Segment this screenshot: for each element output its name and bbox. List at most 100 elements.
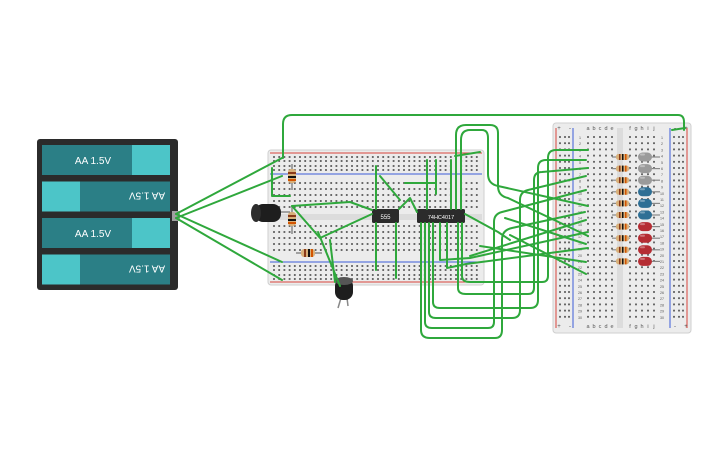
breadboard-hole[interactable] (319, 231, 322, 233)
breadboard-hole[interactable] (351, 156, 353, 158)
breadboard-hole[interactable] (587, 222, 589, 225)
breadboard-hole[interactable] (653, 229, 655, 231)
breadboard-hole[interactable] (413, 165, 416, 167)
breadboard-hole[interactable] (470, 200, 473, 202)
breadboard-hole[interactable] (273, 200, 275, 202)
breadboard-hole[interactable] (283, 274, 286, 276)
breadboard-hole[interactable] (377, 274, 379, 276)
breadboard-hole[interactable] (319, 225, 322, 227)
breadboard-hole[interactable] (599, 278, 601, 281)
breadboard-hole[interactable] (293, 194, 296, 196)
breadboard-hole[interactable] (392, 194, 395, 196)
breadboard-hole[interactable] (413, 156, 416, 158)
breadboard-hole[interactable] (371, 194, 374, 196)
breadboard-hole[interactable] (599, 167, 601, 169)
breadboard-hole[interactable] (361, 243, 364, 245)
breadboard-hole[interactable] (465, 160, 468, 162)
breadboard-hole[interactable] (587, 260, 589, 262)
breadboard-hole[interactable] (559, 303, 561, 306)
breadboard-hole[interactable] (635, 160, 637, 163)
breadboard-hole[interactable] (635, 241, 637, 244)
breadboard-hole[interactable] (444, 188, 447, 190)
breadboard-hole[interactable] (325, 182, 327, 184)
breadboard-hole[interactable] (641, 278, 643, 281)
breadboard-hole[interactable] (629, 235, 631, 238)
breadboard-hole[interactable] (371, 278, 374, 280)
breadboard-hole[interactable] (377, 165, 379, 167)
breadboard-hole[interactable] (314, 225, 317, 227)
breadboard-hole[interactable] (611, 253, 613, 256)
breadboard-hole[interactable] (418, 231, 421, 233)
breadboard-hole[interactable] (325, 156, 327, 158)
breadboard-hole[interactable] (465, 231, 468, 233)
breadboard-hole[interactable] (599, 204, 601, 207)
breadboard-hole[interactable] (299, 169, 301, 171)
breadboard-hole[interactable] (397, 200, 400, 202)
breadboard-hole[interactable] (568, 278, 570, 281)
breadboard-hole[interactable] (611, 309, 613, 312)
breadboard-hole[interactable] (340, 200, 343, 202)
breadboard-hole[interactable] (641, 160, 643, 163)
breadboard-hole[interactable] (629, 229, 631, 231)
breadboard-hole[interactable] (647, 160, 649, 163)
breadboard-hole[interactable] (314, 206, 317, 208)
breadboard-hole[interactable] (413, 231, 416, 233)
breadboard-hole[interactable] (304, 169, 307, 171)
breadboard-hole[interactable] (413, 278, 416, 280)
breadboard-hole[interactable] (629, 216, 631, 219)
led-body[interactable] (638, 245, 652, 255)
wire-4017-led-diag-3[interactable] (504, 217, 587, 245)
breadboard-hole[interactable] (629, 154, 631, 157)
breadboard-hole[interactable] (434, 274, 437, 276)
breadboard-hole[interactable] (314, 156, 317, 158)
breadboard-hole[interactable] (559, 229, 561, 231)
breadboard-hole[interactable] (470, 231, 473, 233)
breadboard-hole[interactable] (283, 278, 286, 280)
breadboard-hole[interactable] (587, 284, 589, 287)
breadboard-hole[interactable] (387, 243, 390, 245)
breadboard-hole[interactable] (283, 165, 286, 167)
breadboard-hole[interactable] (377, 243, 379, 245)
breadboard-hole[interactable] (599, 297, 601, 300)
breadboard-hole[interactable] (455, 237, 457, 239)
breadboard-hole[interactable] (423, 200, 426, 202)
breadboard-hole[interactable] (387, 156, 390, 158)
breadboard-hole[interactable] (465, 182, 468, 184)
breadboard-hole[interactable] (439, 160, 442, 162)
breadboard-hole[interactable] (673, 241, 675, 244)
breadboard-hole[interactable] (653, 253, 655, 256)
breadboard-hole[interactable] (470, 237, 473, 239)
breadboard-hole[interactable] (335, 269, 338, 271)
breadboard-hole[interactable] (682, 247, 684, 250)
breadboard-hole[interactable] (309, 188, 312, 190)
breadboard-hole[interactable] (304, 194, 307, 196)
breadboard-hole[interactable] (475, 200, 478, 202)
breadboard-hole[interactable] (371, 274, 374, 276)
breadboard-hole[interactable] (673, 222, 675, 225)
breadboard-hole[interactable] (611, 148, 613, 151)
breadboard-hole[interactable] (635, 216, 637, 219)
breadboard-hole[interactable] (319, 278, 322, 280)
breadboard-hole[interactable] (611, 142, 613, 145)
breadboard-hole[interactable] (673, 136, 675, 138)
breadboard-hole[interactable] (653, 222, 655, 225)
breadboard-hole[interactable] (299, 237, 301, 239)
breadboard-hole[interactable] (314, 169, 317, 171)
breadboard-hole[interactable] (611, 284, 613, 287)
breadboard-hole[interactable] (587, 185, 589, 188)
breadboard-hole[interactable] (559, 266, 561, 269)
breadboard-hole[interactable] (682, 241, 684, 244)
breadboard-hole[interactable] (568, 253, 570, 256)
breadboard-hole[interactable] (682, 204, 684, 207)
breadboard-hole[interactable] (371, 269, 374, 271)
breadboard-hole[interactable] (653, 204, 655, 207)
breadboard-hole[interactable] (293, 269, 296, 271)
breadboard-hole[interactable] (647, 136, 649, 138)
led-body[interactable] (638, 175, 652, 185)
breadboard-hole[interactable] (564, 266, 566, 269)
breadboard-hole[interactable] (682, 260, 684, 262)
led-1[interactable] (612, 152, 660, 162)
breadboard-hole[interactable] (559, 160, 561, 163)
breadboard-hole[interactable] (403, 274, 405, 276)
breadboard-hole[interactable] (319, 206, 322, 208)
